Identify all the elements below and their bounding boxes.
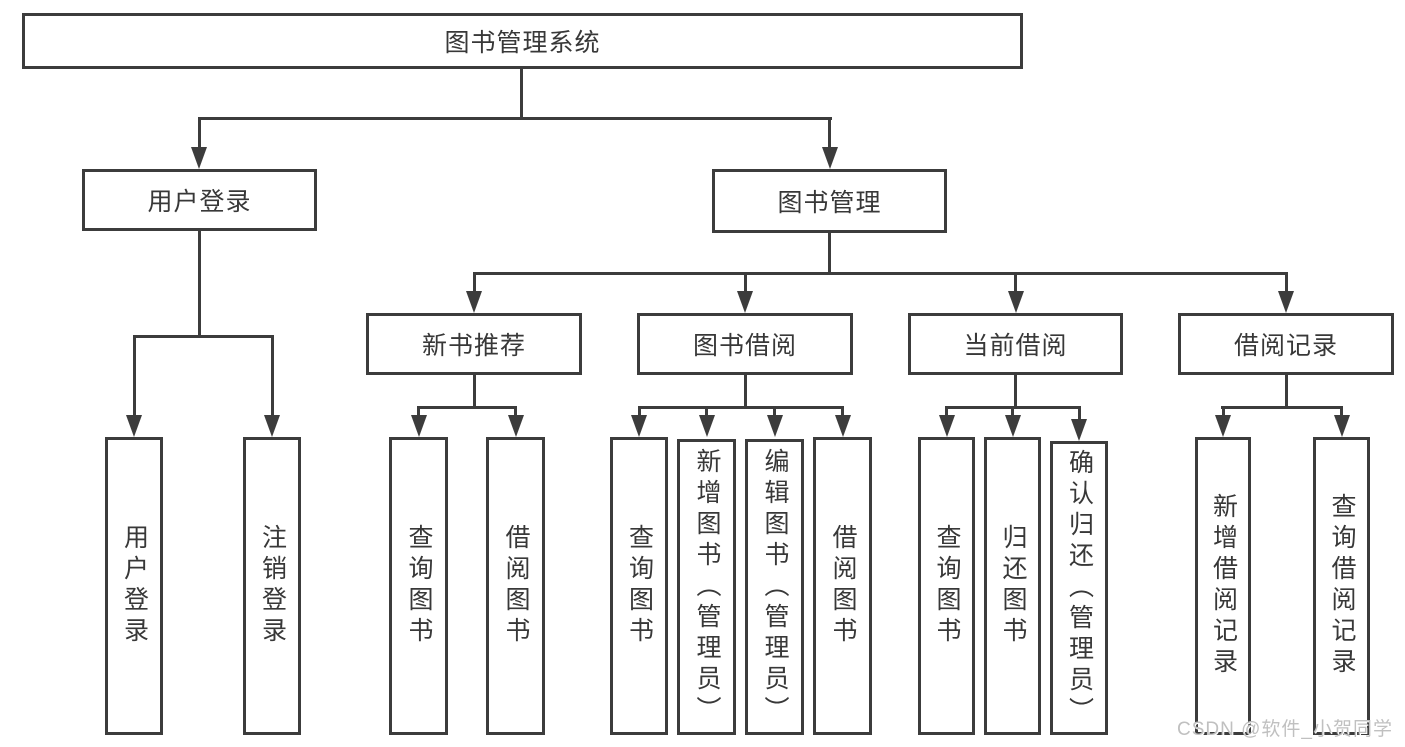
edge-current-borrow-stem bbox=[1014, 375, 1017, 408]
csdn-watermark: CSDN @软件_小贺同学 bbox=[1177, 719, 1393, 740]
arrow-down-icon bbox=[1005, 415, 1021, 437]
edge-to-user-login-shaft bbox=[198, 117, 201, 150]
edge-shaft bbox=[773, 406, 776, 418]
edge-shaft bbox=[638, 406, 641, 418]
node-leaf-borrow-book-2: 借阅图书 bbox=[813, 437, 872, 735]
edge-shaft bbox=[705, 406, 708, 418]
edge-level1-bus bbox=[198, 117, 832, 120]
node-leaf-logout: 注销登录 bbox=[243, 437, 301, 735]
edge-shaft bbox=[1340, 406, 1343, 418]
arrow-down-icon bbox=[411, 415, 427, 437]
edge-shaft bbox=[1222, 406, 1225, 418]
edge-shaft bbox=[514, 406, 517, 418]
edge-to-book-borrow-shaft bbox=[744, 272, 747, 295]
edge-shaft bbox=[1011, 406, 1014, 418]
arrow-down-icon bbox=[508, 415, 524, 437]
edge-shaft bbox=[945, 406, 948, 418]
edge-book-borrow-bus bbox=[638, 406, 843, 409]
arrow-down-icon bbox=[466, 291, 482, 313]
node-leaf-user-login: 用户登录 bbox=[105, 437, 163, 735]
node-user-login: 用户登录 bbox=[82, 169, 317, 231]
node-current-borrow: 当前借阅 bbox=[908, 313, 1123, 375]
edge-to-leaf-user-login-shaft bbox=[133, 335, 136, 418]
arrow-down-icon bbox=[126, 415, 142, 437]
arrow-down-icon bbox=[822, 147, 838, 169]
edge-book-borrow-stem bbox=[744, 375, 747, 408]
node-root: 图书管理系统 bbox=[22, 13, 1023, 69]
arrow-down-icon bbox=[737, 291, 753, 313]
edge-shaft bbox=[1078, 406, 1081, 420]
arrow-down-icon bbox=[1008, 291, 1024, 313]
node-borrow-records: 借阅记录 bbox=[1178, 313, 1394, 375]
node-leaf-edit-book: 编辑图书（管理员） bbox=[745, 439, 804, 735]
edge-to-borrow-records-shaft bbox=[1285, 272, 1288, 295]
node-leaf-add-book: 新增图书（管理员） bbox=[677, 439, 736, 735]
node-leaf-borrow-book-1: 借阅图书 bbox=[486, 437, 545, 735]
node-leaf-query-book-2: 查询图书 bbox=[610, 437, 668, 735]
arrow-down-icon bbox=[631, 415, 647, 437]
node-leaf-query-book-3: 查询图书 bbox=[918, 437, 975, 735]
edge-level2-bus bbox=[473, 272, 1288, 275]
node-leaf-add-record: 新增借阅记录 bbox=[1195, 437, 1251, 735]
arrow-down-icon bbox=[1071, 419, 1087, 441]
arrow-down-icon bbox=[939, 415, 955, 437]
node-leaf-query-record: 查询借阅记录 bbox=[1313, 437, 1370, 735]
edge-user-login-stem bbox=[198, 231, 201, 336]
edge-borrow-records-bus bbox=[1221, 406, 1343, 409]
edge-root-stem bbox=[520, 69, 523, 118]
node-leaf-query-book-1: 查询图书 bbox=[389, 437, 448, 735]
arrow-down-icon bbox=[1278, 291, 1294, 313]
arrow-down-icon bbox=[767, 415, 783, 437]
edge-borrow-records-stem bbox=[1285, 375, 1288, 408]
edge-user-login-bus bbox=[133, 335, 274, 338]
node-leaf-return-book: 归还图书 bbox=[984, 437, 1041, 735]
edge-shaft bbox=[841, 406, 844, 418]
edge-to-current-borrow-shaft bbox=[1014, 272, 1017, 295]
arrow-down-icon bbox=[191, 147, 207, 169]
arrow-down-icon bbox=[264, 415, 280, 437]
edge-to-leaf-logout-shaft bbox=[271, 335, 274, 418]
node-book-mgmt: 图书管理 bbox=[712, 169, 947, 233]
node-new-book-rec: 新书推荐 bbox=[366, 313, 582, 375]
arrow-down-icon bbox=[835, 415, 851, 437]
edge-to-book-mgmt-shaft bbox=[828, 117, 831, 150]
arrow-down-icon bbox=[1334, 415, 1350, 437]
node-leaf-confirm-return: 确认归还（管理员） bbox=[1050, 441, 1108, 735]
edge-book-mgmt-stem bbox=[828, 233, 831, 274]
node-book-borrow: 图书借阅 bbox=[637, 313, 853, 375]
arrow-down-icon bbox=[699, 415, 715, 437]
edge-to-new-book-rec-shaft bbox=[473, 272, 476, 295]
edge-new-book-rec-stem bbox=[473, 375, 476, 408]
edge-shaft bbox=[417, 406, 420, 418]
edge-new-book-rec-bus bbox=[417, 406, 517, 409]
arrow-down-icon bbox=[1215, 415, 1231, 437]
